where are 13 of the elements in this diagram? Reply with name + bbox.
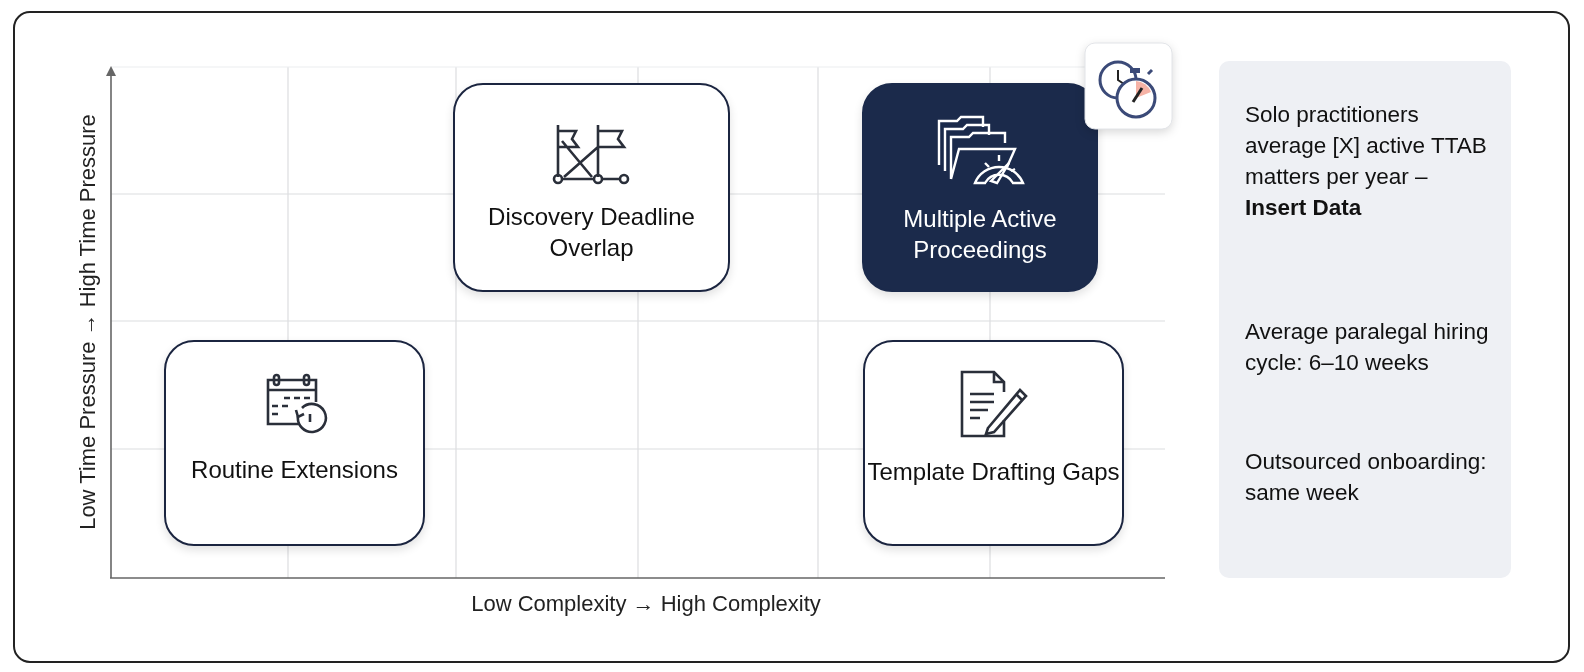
quadrant-box bbox=[164, 340, 425, 546]
quadrant-box bbox=[863, 340, 1124, 546]
quadrant-label: Template Drafting Gaps bbox=[867, 457, 1120, 487]
quadrant-box bbox=[453, 83, 730, 292]
stat-text: Solo practitioners average [X] active TTAB matters per year – Insert Data bbox=[1245, 101, 1488, 222]
stat-text: Outsourced onboarding: same week bbox=[1245, 448, 1488, 507]
quadrant-box bbox=[862, 83, 1098, 292]
quadrant-label: Routine Extensions bbox=[191, 455, 398, 485]
stat-text: Average paralegal hiring cycle: 6–10 weeks bbox=[1245, 318, 1490, 377]
quadrant-label: Multiple Active Proceedings bbox=[902, 204, 1058, 265]
y-axis-label: Low Time Pressure → High Time Pressure bbox=[75, 114, 101, 530]
quadrant-label: Discovery Deadline Overlap bbox=[487, 202, 696, 263]
x-axis-label: Low Complexity → High Complexity bbox=[471, 591, 821, 617]
